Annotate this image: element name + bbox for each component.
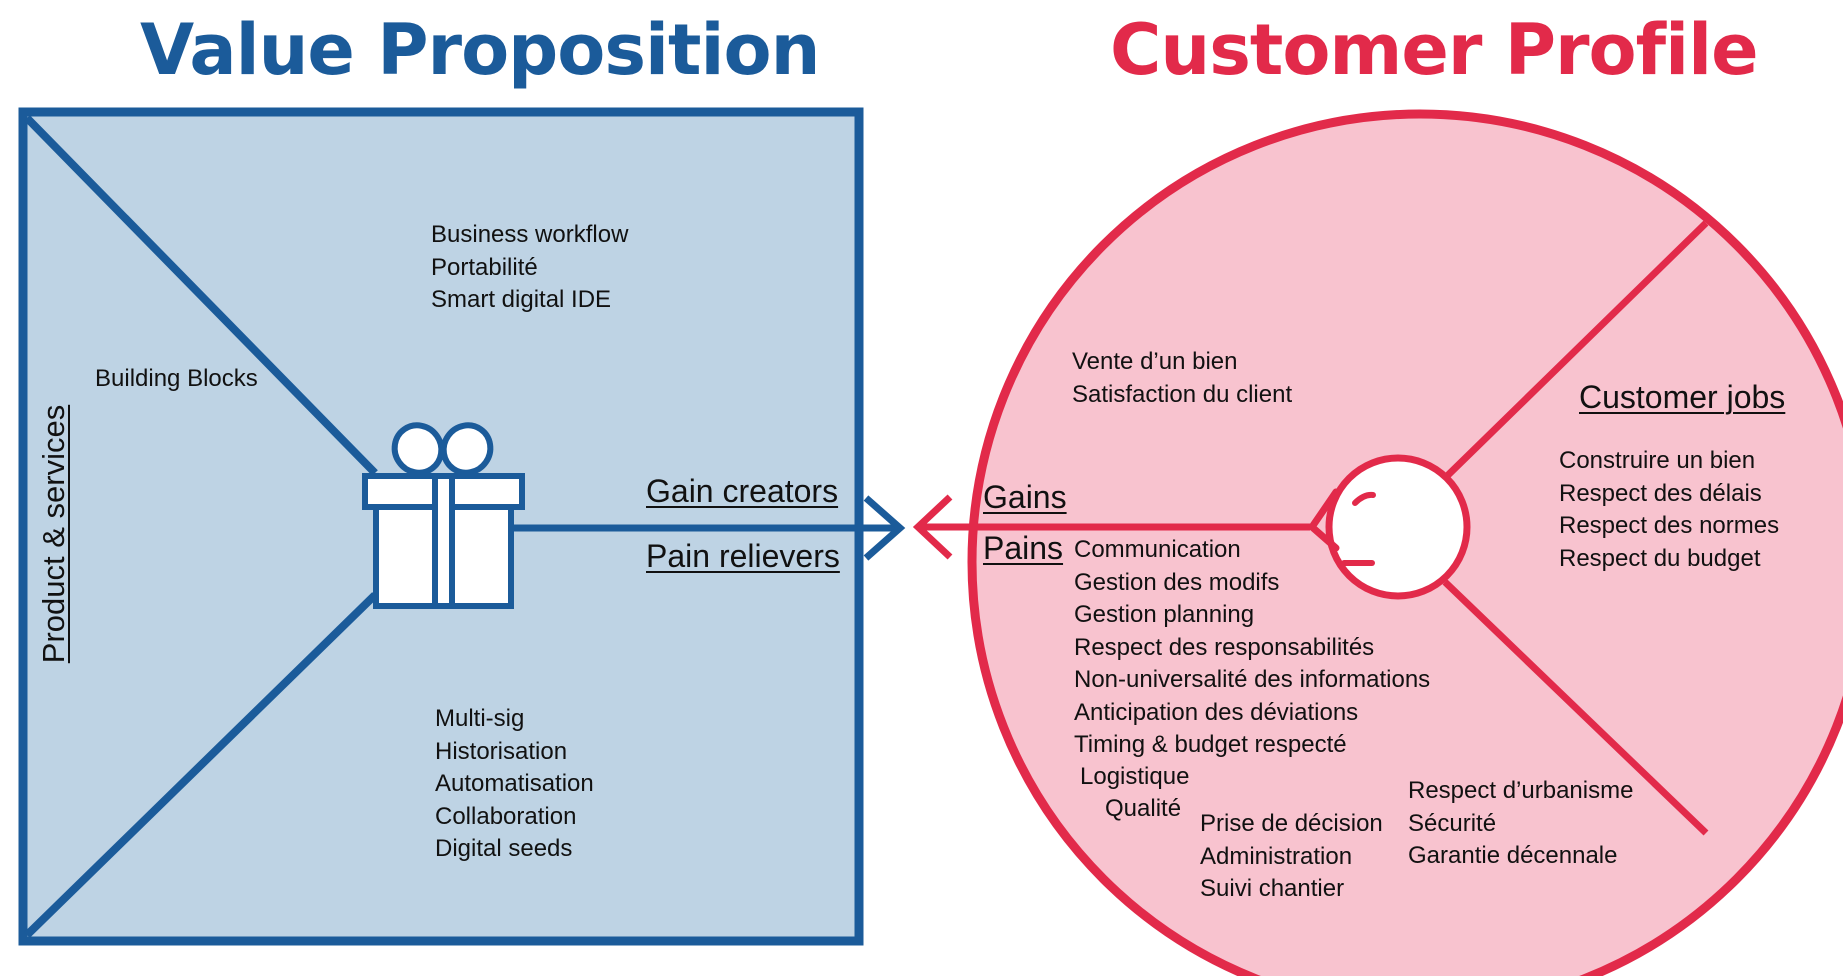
pains-item-logistique: Logistique xyxy=(1080,763,1190,790)
pains-item-qualite: Qualité xyxy=(1105,795,1182,822)
list-item: Non-universalité des informations xyxy=(1074,666,1431,693)
gain-creators-heading: Gain creators xyxy=(646,473,839,509)
building-blocks-label: Building Blocks xyxy=(95,363,258,396)
pain-relievers-heading: Pain relievers xyxy=(646,538,840,574)
list-item: Communication xyxy=(1074,536,1241,563)
list-item: Respect des délais xyxy=(1559,479,1762,507)
pains-list: Communication Gestion des modifs Gestion… xyxy=(1074,534,1430,762)
pains-heading: Pains xyxy=(983,530,1064,566)
pains-bottom-center-list: Prise de décision Administration Suivi c… xyxy=(1200,808,1383,906)
pain-relievers-list: Multi-sig Historisation Automatisation C… xyxy=(435,703,594,866)
list-item: Administration xyxy=(1200,842,1353,870)
gain-creators-list: Business workflow Portabilité Smart digi… xyxy=(431,219,628,317)
list-item: Portabilité xyxy=(431,253,538,281)
pains-bottom-right-list: Respect d’urbanisme Sécurité Garantie dé… xyxy=(1408,775,1633,873)
list-item: Respect des normes xyxy=(1559,512,1780,539)
list-item: Respect d’urbanisme xyxy=(1408,777,1634,804)
gains-list: Vente d’un bien Satisfaction du client xyxy=(1072,346,1292,411)
building-blocks-text: Building Blocks xyxy=(95,365,258,392)
list-item: Automatisation xyxy=(435,770,594,797)
gift-icon xyxy=(362,422,525,609)
face-icon xyxy=(1308,454,1471,600)
customer-jobs-heading: Customer jobs xyxy=(1579,379,1786,415)
list-item: Sécurité xyxy=(1408,809,1497,837)
arrow-left-icon xyxy=(912,494,953,560)
list-item: Smart digital IDE xyxy=(431,286,612,313)
list-item: Digital seeds xyxy=(435,835,573,862)
list-item: Vente d’un bien xyxy=(1072,348,1238,375)
list-item: Timing & budget respecté xyxy=(1074,731,1347,758)
connector xyxy=(512,495,906,561)
list-item: Multi-sig xyxy=(435,705,525,732)
list-item: Anticipation des déviations xyxy=(1074,698,1359,726)
list-item: Prise de décision xyxy=(1200,810,1383,837)
list-item: Respect du budget xyxy=(1559,544,1761,572)
list-item: Satisfaction du client xyxy=(1072,380,1293,408)
gains-heading: Gains xyxy=(983,479,1067,515)
customer-profile-title: Customer Profile xyxy=(1110,9,1759,91)
list-item: Collaboration xyxy=(435,802,577,830)
list-item: Historisation xyxy=(435,737,568,765)
list-item: Gestion des modifs xyxy=(1074,568,1280,596)
customer-jobs-list: Construire un bien Respect des délais Re… xyxy=(1559,445,1779,575)
list-item: Suivi chantier xyxy=(1200,875,1345,902)
list-item: Construire un bien xyxy=(1559,447,1756,474)
product-services-label: Product & services xyxy=(36,404,71,664)
list-item: Gestion planning xyxy=(1074,601,1255,628)
arrow-right-icon xyxy=(863,495,906,561)
list-item: Business workflow xyxy=(431,221,629,248)
list-item: Garantie décennale xyxy=(1408,842,1618,869)
value-proposition-title: Value Proposition xyxy=(140,9,820,91)
list-item: Respect des responsabilités xyxy=(1074,633,1375,661)
